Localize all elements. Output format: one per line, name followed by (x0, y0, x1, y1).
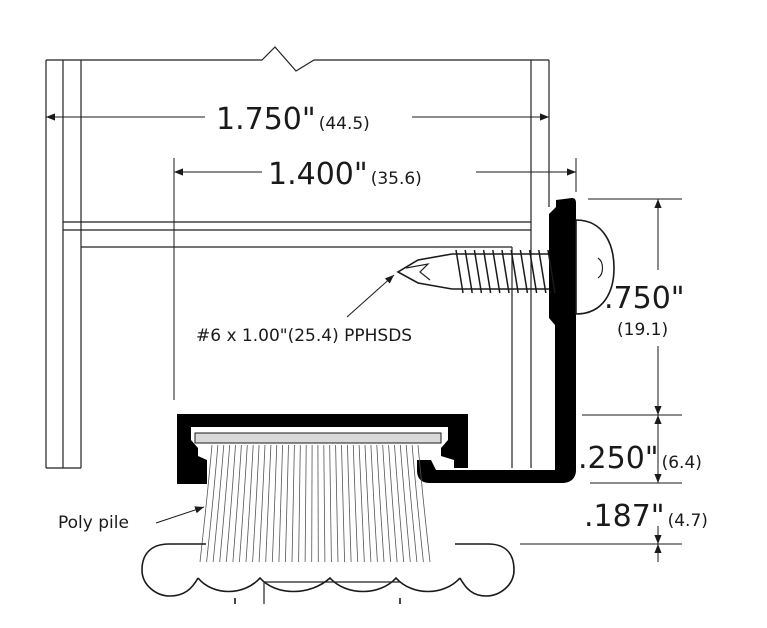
pile-callout-text: Poly pile (58, 513, 129, 533)
overall-width-value: 1.750" (216, 102, 316, 137)
screw (396, 219, 615, 315)
sweep-extrusion (177, 198, 576, 484)
inner-width-label: 1.400"(35.6) (268, 157, 422, 192)
base-height-metric: (6.4) (662, 453, 702, 473)
clearance-value: .187" (584, 499, 665, 534)
base-height-label: .250"(6.4) (578, 441, 702, 476)
inner-width-metric: (35.6) (371, 169, 422, 189)
flange-height-metric: (19.1) (617, 320, 668, 340)
dim-clearance: .187"(4.7) (584, 499, 708, 562)
screw-callout: #6 x 1.00"(25.4) PPHSDS (196, 274, 412, 346)
pile-callout: Poly pile (58, 506, 205, 533)
dim-overall-width: 1.750"(44.5) (46, 102, 549, 137)
inner-width-value: 1.400" (268, 157, 368, 192)
screw-tip (396, 253, 453, 290)
poly-pile-bristles (199, 444, 431, 563)
door-outline (45, 46, 550, 469)
clearance-label: .187"(4.7) (584, 499, 708, 534)
dim-base-height: .250"(6.4) (578, 415, 702, 483)
extension-lines (173, 158, 682, 545)
screw-callout-text: #6 x 1.00"(25.4) PPHSDS (196, 326, 412, 346)
overall-width-metric: (44.5) (319, 114, 370, 134)
pile-backing-strip (194, 432, 442, 444)
overall-width-label: 1.750"(44.5) (216, 102, 370, 137)
flange-height-value: .750" (604, 281, 685, 316)
threshold-profile (141, 543, 515, 604)
screw-threads (455, 249, 556, 294)
dim-inner-width: 1.400"(35.6) (174, 157, 576, 192)
clearance-metric: (4.7) (668, 511, 708, 531)
dim-flange-height: .750" (19.1) (604, 199, 685, 415)
base-height-value: .250" (578, 441, 659, 476)
screw-head (575, 219, 615, 315)
